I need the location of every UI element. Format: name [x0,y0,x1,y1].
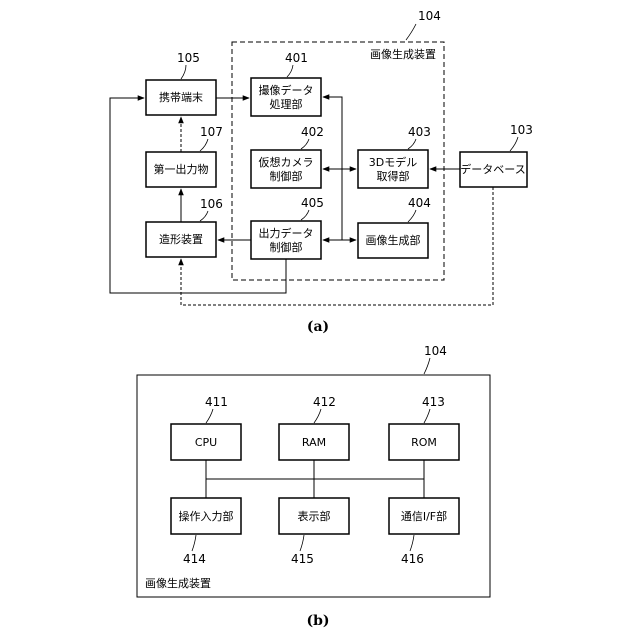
ref-405: 405 [301,196,324,210]
leader-404 [408,210,416,222]
output-data-control-label-1: 出力データ [259,226,314,240]
ref-107: 107 [200,125,223,139]
leader-106 [200,211,208,221]
leader-103 [510,137,518,151]
leader-405 [301,210,309,220]
imaging-data-processing-label-1: 撮像データ [259,83,314,97]
ref-411: 411 [205,395,228,409]
dashed-arrow-database-to-shaping [181,187,493,305]
ref-402: 402 [301,125,324,139]
model-acquisition-label-2: 取得部 [377,169,410,183]
leader-412 [314,409,321,423]
leader-107 [200,139,208,151]
virtual-camera-control-label-2: 制御部 [270,169,303,183]
rom-label: ROM [411,436,437,449]
display-label: 表示部 [298,509,331,523]
leader-411 [206,409,213,423]
virtual-camera-control-label-1: 仮想カメラ [259,155,314,169]
ref-412: 412 [313,395,336,409]
operation-input-label: 操作入力部 [179,509,234,523]
ref-104-a: 104 [418,9,441,23]
leader-104-a [406,24,416,40]
ref-105: 105 [177,51,200,65]
container-label: 画像生成装置 [370,47,436,61]
arrow-control-to-terminal [110,98,286,293]
figure-a: 画像生成装置 104 携帯端末 第一出力物 造形装置 撮像データ 処理部 仮想カ… [110,9,533,335]
figure-b: 画像生成装置 104 CPU RAM ROM 操作入力部 表示部 通信I/F部 … [137,344,490,629]
leader-402 [301,139,309,149]
portable-terminal-label: 携帯端末 [159,90,203,104]
shaping-device-label: 造形装置 [159,232,203,246]
ref-404: 404 [408,196,431,210]
leader-415 [300,535,304,551]
ref-403: 403 [408,125,431,139]
leader-416 [410,535,414,551]
leader-413 [424,409,430,423]
caption-a: (a) [307,319,329,335]
cpu-label: CPU [195,436,217,449]
hardware-container-label: 画像生成装置 [145,576,211,590]
leader-104-b [424,358,430,374]
ref-106: 106 [200,197,223,211]
leader-105 [181,65,186,79]
ref-416: 416 [401,552,424,566]
ref-401: 401 [285,51,308,65]
ref-413: 413 [422,395,445,409]
ref-103: 103 [510,123,533,137]
database-label: データベース [460,162,525,176]
first-output-label: 第一出力物 [154,162,209,176]
model-acquisition-label-1: 3Dモデル [369,155,417,169]
ram-label: RAM [302,436,326,449]
leader-401 [287,65,293,77]
leader-414 [192,535,196,551]
ref-415: 415 [291,552,314,566]
imaging-data-processing-label-2: 処理部 [270,97,303,111]
ref-414: 414 [183,552,206,566]
caption-b: (b) [306,613,329,629]
ref-104-b: 104 [424,344,447,358]
output-data-control-label-2: 制御部 [270,240,303,254]
leader-403 [408,139,416,149]
image-generation-label: 画像生成部 [366,233,421,247]
communication-if-label: 通信I/F部 [401,509,447,523]
